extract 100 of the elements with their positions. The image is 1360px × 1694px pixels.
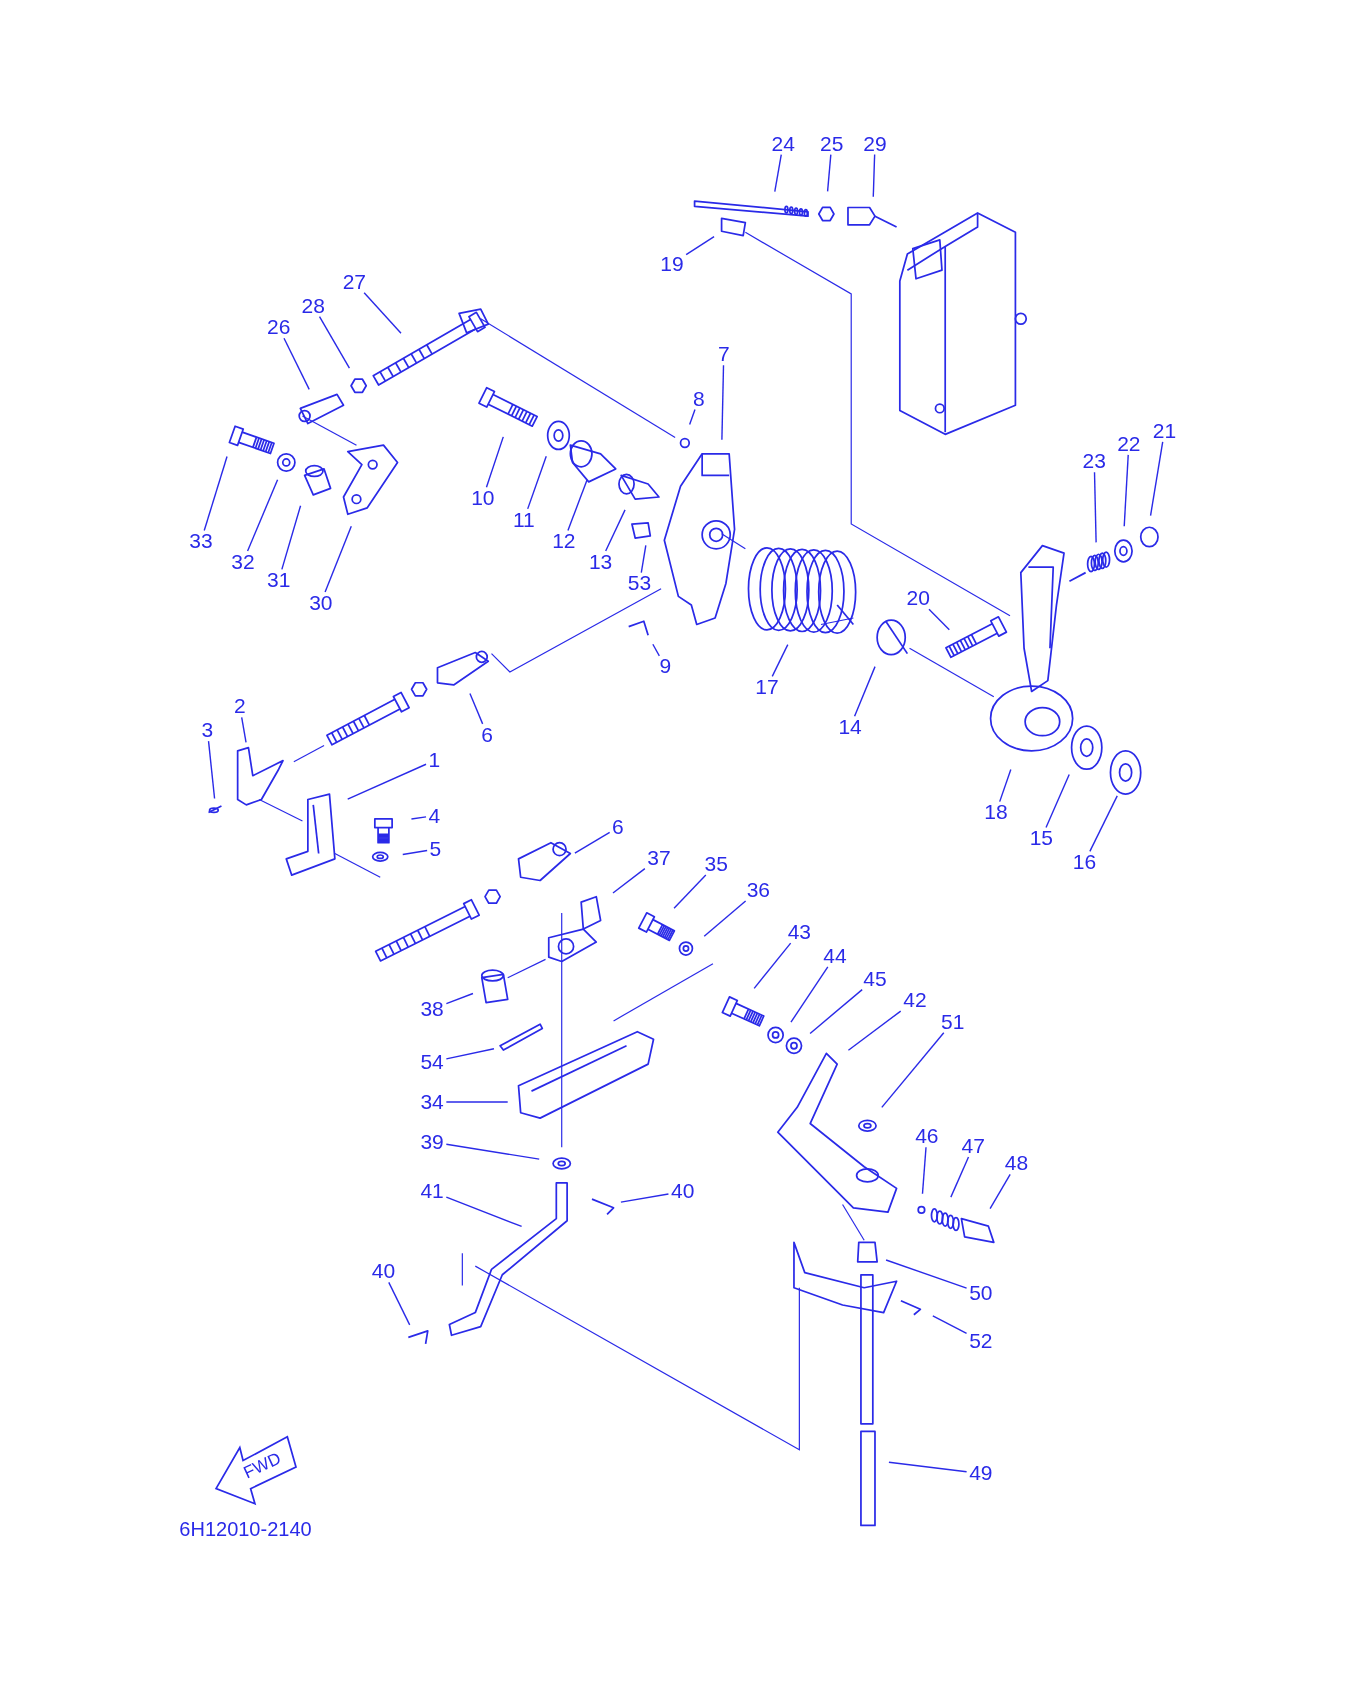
leader-line [283,337,310,391]
callout-number: 14 [838,716,862,738]
leader-line [347,763,427,800]
leader-line [888,1461,968,1473]
callout-number: 49 [969,1462,993,1485]
leader-line [207,740,216,800]
callout-number: 43 [787,921,812,944]
leader-line [950,1156,970,1198]
leader-line [1123,454,1129,527]
callout-number: 47 [961,1135,985,1158]
callout-number: 27 [342,270,366,293]
leader-line [445,1196,523,1228]
callout-number: 29 [863,132,887,155]
callout-number: 46 [915,1125,939,1148]
leader-line [469,692,484,725]
callout-number: 19 [660,252,684,275]
callout-number: 35 [704,853,728,876]
arrow-label: FWD [240,1448,285,1484]
leader-line [790,966,829,1023]
leader-line [881,1032,945,1109]
callout-number: 40 [371,1260,396,1283]
callout-number: 28 [301,294,325,317]
callout-number: 13 [588,550,613,573]
callout-number: 23 [1082,450,1106,473]
leader-line [853,665,876,717]
leader-line [753,942,792,990]
leader-line [685,236,715,256]
callout-number: 50 [969,1282,993,1304]
leader-line [402,849,428,856]
leader-line [574,831,611,854]
leader-line [1045,773,1070,829]
callout-number: 1 [428,749,441,772]
leader-line [847,1010,902,1051]
callout-number: 12 [552,530,576,553]
callout-number: 8 [693,387,705,410]
leader-line [363,292,402,334]
leader-line [989,1173,1011,1210]
callout-number: 7 [717,343,730,366]
callout-number: 10 [471,486,495,509]
callout-number: 11 [513,508,535,531]
callout-number: 18 [984,801,1008,824]
leader-line [620,1193,670,1203]
leader-line [203,455,228,532]
callout-number: 17 [755,676,779,698]
callout-number: 6 [481,723,493,746]
leader-line [445,1143,540,1160]
callout-number: 53 [627,572,652,595]
leader-line [318,315,351,369]
leader-line [527,455,547,510]
leader-line [688,408,696,426]
callout-number: 54 [420,1050,444,1073]
leader-line [1149,441,1164,517]
leader-line [1089,795,1118,853]
leader-line [612,867,646,894]
leader-line [445,1048,495,1060]
callout-number: 45 [863,967,887,990]
leader-line [246,479,279,552]
leader-line [999,768,1012,803]
callout-number: 52 [969,1329,993,1352]
leader-line [241,716,247,744]
leader-line [928,608,950,631]
callout-number: 6 [612,816,624,839]
leader-line [885,1259,968,1289]
callout-number: 9 [659,655,672,678]
callout-number: 36 [746,879,770,902]
callout-number: 2 [233,695,246,718]
leader-line [410,816,427,820]
callout-number: 51 [941,1010,965,1033]
callout-number: 41 [420,1180,444,1203]
callout-number: 5 [429,838,442,861]
callout-number: 31 [267,569,291,592]
leader-line [485,436,504,488]
callout-number: 21 [1152,420,1177,442]
leader-line [640,544,647,574]
leader-line [281,505,302,571]
callout-number: 20 [906,587,930,610]
leader-line [567,479,588,532]
callout-number: 26 [267,316,291,339]
callout-number: 3 [201,719,214,742]
callout-number: 33 [189,530,213,553]
leader-line [652,643,661,657]
callout-number: 30 [309,591,333,614]
callout-number: 48 [1004,1152,1029,1175]
callout-number: 22 [1117,432,1141,455]
leader-line [826,153,832,193]
callout-number: 39 [420,1130,444,1153]
callout-number: 37 [647,846,671,869]
leader-line [771,643,789,678]
drawing-number: 6H12010-2140 [179,1517,312,1541]
leader-line [445,1101,509,1103]
leader-line [388,1281,411,1326]
callout-number: 34 [420,1090,444,1113]
callout-number: 42 [903,989,927,1012]
leader-line [673,874,707,909]
callout-number: 15 [1029,827,1053,850]
leader-line [921,1146,927,1195]
leader-line [872,153,876,198]
leader-line [445,992,474,1005]
leader-line [932,1315,968,1334]
leader-line [324,525,352,593]
